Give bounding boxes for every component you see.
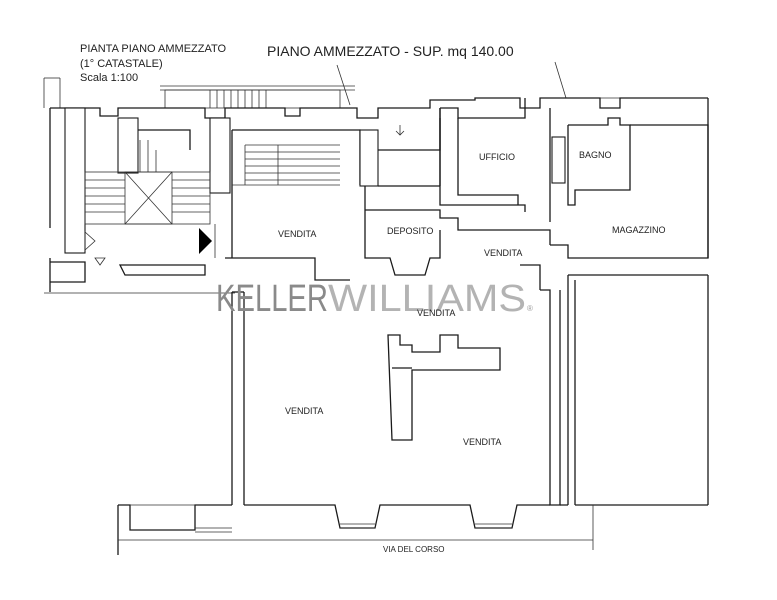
room-label-ufficio: UFFICIO bbox=[479, 152, 515, 162]
watermark-registered-mark: ® bbox=[527, 304, 533, 313]
watermark: KELLER WILLIAMS ® bbox=[216, 278, 533, 320]
plan-title: PIANO AMMEZZATO - SUP. mq 140.00 bbox=[267, 43, 514, 59]
watermark-williams: WILLIAMS bbox=[328, 278, 526, 320]
watermark-keller: KELLER bbox=[216, 278, 328, 320]
room-label-vendita-right: VENDITA bbox=[463, 437, 501, 447]
room-label-vendita-corridor: VENDITA bbox=[417, 308, 455, 318]
plan-subtitle-line1: PIANTA PIANO AMMEZZATO bbox=[80, 43, 227, 55]
direction-arrow-icon bbox=[395, 125, 405, 136]
room-label-deposito: DEPOSITO bbox=[387, 226, 433, 236]
room-label-magazzino: MAGAZZINO bbox=[612, 225, 666, 235]
room-label-vendita-left: VENDITA bbox=[285, 406, 323, 416]
entrance-arrow-icon bbox=[199, 228, 212, 254]
stair-icon bbox=[84, 140, 211, 225]
plan-subtitle-line2: (1° CATASTALE) bbox=[80, 58, 163, 70]
room-label-bagno: BAGNO bbox=[579, 150, 612, 160]
stair-2 bbox=[232, 144, 340, 186]
exterior-lines bbox=[43, 61, 708, 294]
room-label-vendita-entrance: VENDITA bbox=[278, 229, 316, 239]
plan-scale: Scala 1:100 bbox=[80, 72, 138, 84]
street-label: VIA DEL CORSO bbox=[383, 545, 445, 554]
entrance-door bbox=[84, 224, 216, 266]
walls bbox=[49, 97, 709, 555]
room-label-vendita-center: VENDITA bbox=[484, 248, 522, 258]
